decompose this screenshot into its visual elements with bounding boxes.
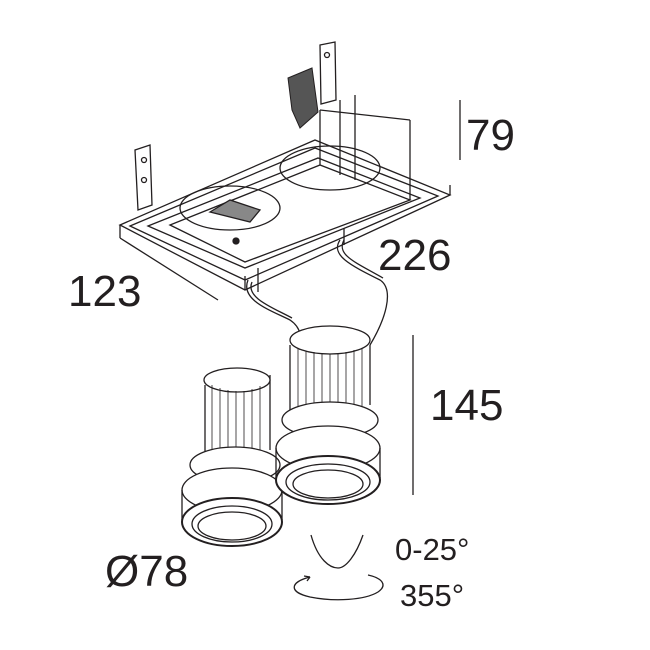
lamp-module-left (181, 367, 283, 547)
dimension-diameter: Ø78 (105, 547, 189, 596)
dimension-height-module: 145 (430, 381, 504, 430)
tilt-icon (310, 534, 364, 569)
dimension-width: 123 (68, 267, 142, 316)
dimension-length: 226 (378, 231, 452, 280)
lamp-module-right (275, 325, 381, 505)
rotation-icon (293, 574, 384, 601)
recessed-housing (118, 41, 452, 301)
tilt-angle-label: 0-25° (395, 532, 470, 567)
dimension-height-housing: 79 (466, 111, 515, 160)
rotation-angle-label: 355° (400, 578, 465, 613)
